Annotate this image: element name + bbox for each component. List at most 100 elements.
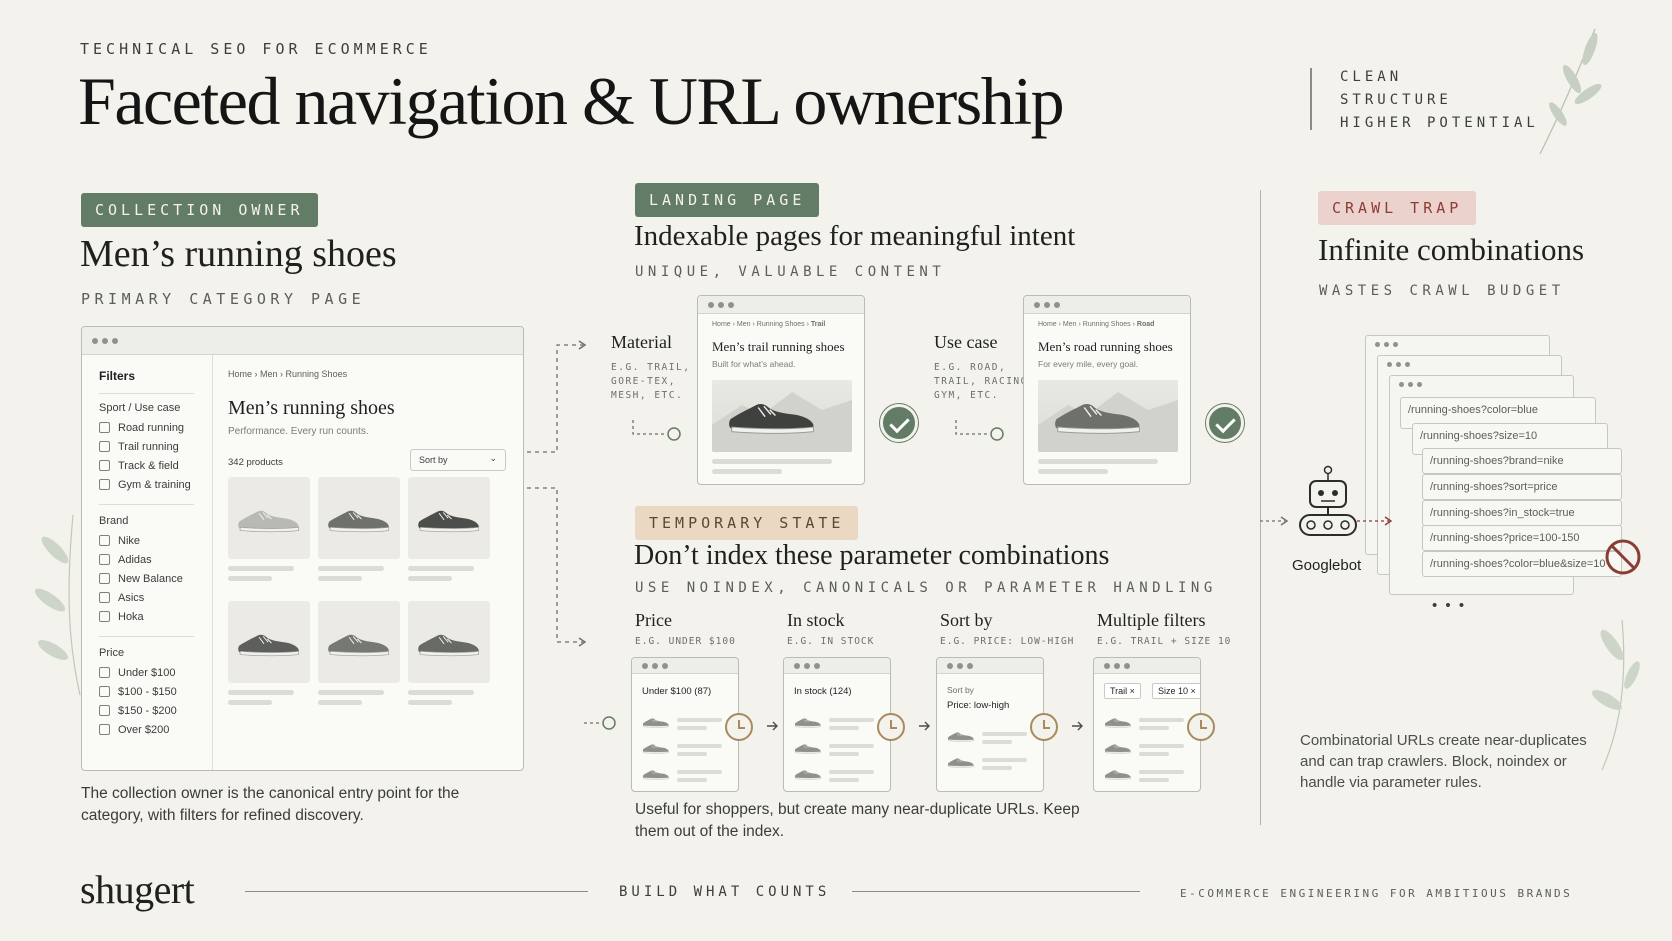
url-card[interactable] <box>1422 474 1622 500</box>
url-card[interactable] <box>1422 551 1622 577</box>
arrow-right-icon <box>767 721 778 731</box>
temporary-window[interactable]: Under $100 (87) <box>631 657 739 792</box>
url-text: /running-shoes?in_stock=true <box>1430 507 1575 519</box>
crawl-caption: Combinatorial URLs create near-duplicate… <box>1300 732 1587 791</box>
shoe-image <box>416 629 482 657</box>
breadcrumb-item[interactable]: Home <box>1038 321 1057 328</box>
leaf-sprig-icon <box>1591 619 1640 771</box>
window-titlebar <box>632 658 738 674</box>
shoe-image <box>642 768 670 780</box>
check-icon <box>1206 404 1244 442</box>
filter-checkbox[interactable]: Nike <box>99 531 194 550</box>
clock-icon <box>1187 713 1215 741</box>
breadcrumb-item[interactable]: Men <box>260 369 278 379</box>
filter-chip[interactable]: Trail × <box>1104 683 1141 699</box>
tagline-divider <box>1310 68 1312 130</box>
collection-title: Men’s running shoes <box>80 233 397 275</box>
url-text: /running-shoes?price=100-150 <box>1430 532 1580 544</box>
placeholder-bar <box>829 744 874 748</box>
placeholder-bar <box>228 566 294 571</box>
breadcrumb-item[interactable]: Trail <box>810 321 826 328</box>
leaf-sprig-icon <box>34 514 81 696</box>
filter-chip[interactable]: Size 10 × <box>1152 683 1200 699</box>
breadcrumb-item[interactable]: Men <box>1062 321 1077 328</box>
filter-checkbox[interactable]: Hoka <box>99 607 194 626</box>
url-text: /running-shoes?color=blue&size=10 <box>1430 558 1606 570</box>
shoe-image <box>236 505 302 533</box>
placeholder-bar <box>1139 770 1184 774</box>
placeholder-bar <box>677 726 707 730</box>
filter-checkbox[interactable]: Adidas <box>99 550 194 569</box>
blocked-icon <box>1605 539 1641 575</box>
window-titlebar <box>784 658 890 674</box>
collection-caption: The collection owner is the canonical en… <box>81 785 460 824</box>
url-card[interactable] <box>1422 525 1622 551</box>
breadcrumb-item[interactable]: Running Shoes <box>285 369 348 379</box>
filter-group-label: Brand <box>99 515 129 527</box>
landing-page-tagline: For every mile, every goal. <box>1038 359 1139 369</box>
breadcrumb-item[interactable]: Road <box>1136 321 1155 328</box>
temporary-window[interactable]: Trail × Size 10 × <box>1093 657 1201 792</box>
temporary-window[interactable]: In stock (124) <box>783 657 891 792</box>
collection-subtitle: PRIMARY CATEGORY PAGE <box>81 290 366 308</box>
product-count: 342 products <box>228 457 283 468</box>
landing-example: E.G. ROAD, <box>934 362 1007 373</box>
collection-window: Filters Sport / Use case Road running Tr… <box>81 326 524 771</box>
url-text: /running-shoes?color=blue <box>1408 404 1538 416</box>
filter-checkbox[interactable]: Track & field <box>99 456 194 475</box>
shoe-image <box>947 730 975 742</box>
shoe-image <box>642 716 670 728</box>
filter-checkbox[interactable]: Road running <box>99 418 194 437</box>
placeholder-bar <box>318 690 384 695</box>
placeholder-bar <box>408 700 452 705</box>
footer-rule <box>245 891 588 892</box>
more-urls-ellipsis: • • • <box>1432 597 1467 614</box>
placeholder-bar <box>829 770 874 774</box>
collection-owner-badge: COLLECTION OWNER <box>81 193 318 227</box>
clock-icon <box>725 713 753 741</box>
breadcrumb-item[interactable]: Home <box>712 321 731 328</box>
clock-icon <box>877 713 905 741</box>
landing-example: E.G. TRAIL, <box>611 362 691 373</box>
placeholder-bar <box>677 718 722 722</box>
header-eyebrow: TECHNICAL SEO FOR ECOMMERCE <box>80 40 432 58</box>
url-card[interactable] <box>1422 500 1622 526</box>
breadcrumb-item[interactable]: Running Shoes <box>1082 321 1131 328</box>
filter-checkbox[interactable]: Over $200 <box>99 720 194 739</box>
filter-checkbox[interactable]: $150 - $200 <box>99 701 194 720</box>
filter-group-label: Price <box>99 647 125 659</box>
header-tagline: CLEAN STRUCTURE HIGHER POTENTIAL <box>1340 66 1539 135</box>
temporary-label: Sort by <box>940 610 993 630</box>
filter-checkbox[interactable]: New Balance <box>99 569 194 588</box>
sort-dropdown[interactable]: Sort by⌄ <box>410 449 506 471</box>
url-card[interactable] <box>1422 448 1622 474</box>
placeholder-bar <box>1139 726 1169 730</box>
placeholder-bar <box>318 576 362 581</box>
temporary-title: Don’t index these parameter combinations <box>634 540 1110 571</box>
placeholder-bar <box>1139 718 1184 722</box>
filter-checkbox[interactable]: Trail running <box>99 437 194 456</box>
shoe-image <box>794 768 822 780</box>
breadcrumb-item[interactable]: Home <box>228 369 253 379</box>
temporary-example: E.G. TRAIL + SIZE 10 <box>1097 636 1232 647</box>
placeholder-bar <box>1139 744 1184 748</box>
breadcrumb-item[interactable]: Running Shoes <box>756 321 805 328</box>
placeholder-bar <box>408 566 474 571</box>
filters-title: Filters <box>99 369 136 383</box>
filter-checkbox[interactable]: $100 - $150 <box>99 682 194 701</box>
state-value: Price: low-high <box>947 700 1010 711</box>
filter-checkbox[interactable]: Asics <box>99 588 194 607</box>
filter-checkbox[interactable]: Gym & training <box>99 475 194 494</box>
breadcrumb-item[interactable]: Men <box>736 321 751 328</box>
brand-logo: shugert <box>80 867 195 912</box>
placeholder-bar <box>408 576 452 581</box>
listing-tagline: Performance. Every run counts. <box>228 426 369 437</box>
filter-checkbox[interactable]: Under $100 <box>99 663 194 682</box>
placeholder-bar <box>982 766 1012 770</box>
placeholder-bar <box>318 700 362 705</box>
landing-label: Use case <box>934 332 998 352</box>
robot-icon <box>1299 465 1357 536</box>
